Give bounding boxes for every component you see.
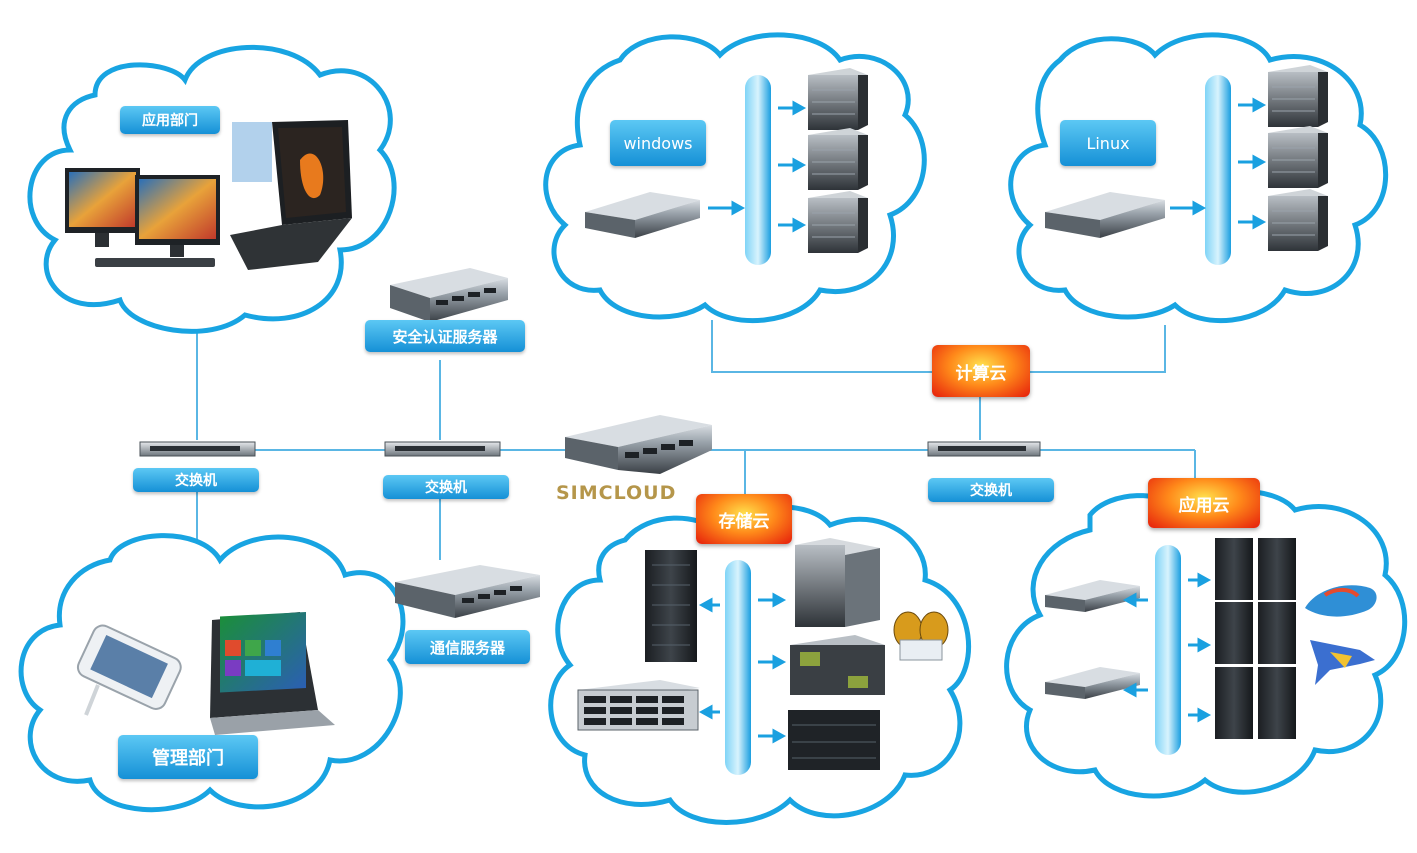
tape-library-icon: [790, 635, 885, 695]
label-auth-server: 安全认证服务器: [365, 320, 525, 352]
arrows: [698, 97, 1267, 744]
tablet-laptop-icon: [210, 611, 335, 735]
workstation-towers-icon: [1215, 538, 1296, 739]
tape-cartridges-icon: [893, 611, 949, 661]
car-model-icon: [1305, 585, 1377, 617]
storage-enclosure-icon: [788, 710, 880, 770]
bus-windows: [745, 75, 771, 265]
label-switch-left: 交换机: [133, 468, 259, 492]
blade-servers-windows: [808, 68, 868, 253]
label-windows: windows: [610, 120, 706, 166]
badge-application-cloud: 应用云: [1148, 478, 1260, 528]
connection-lines: [196, 320, 1196, 560]
label-mgmt-dept: 管理部门: [118, 735, 258, 779]
storage-server-tower-icon: [795, 538, 880, 627]
blade-servers-linux: [1268, 65, 1328, 251]
simcloud-server-icon: [565, 415, 712, 474]
label-switch-right: 交换机: [928, 478, 1054, 502]
switch-right-icon: [927, 441, 1041, 457]
label-app-dept: 应用部门: [120, 106, 220, 134]
app-cloud-server-bottom-icon: [1045, 667, 1140, 699]
windows-head-server-icon: [585, 192, 700, 238]
cloud-storage: [548, 504, 972, 825]
label-switch-center: 交换机: [383, 475, 509, 499]
bus-application: [1155, 545, 1181, 755]
badge-storage-cloud: 存储云: [696, 494, 792, 544]
laptop-icon: [230, 120, 352, 270]
bus-storage: [725, 560, 751, 775]
label-linux: Linux: [1060, 120, 1156, 166]
badge-compute-cloud: 计算云: [932, 345, 1030, 397]
app-cloud-server-top-icon: [1045, 580, 1140, 612]
comm-server-icon: [395, 565, 540, 618]
bus-linux: [1205, 75, 1231, 265]
linux-head-server-icon: [1045, 192, 1165, 238]
switch-center-icon: [384, 441, 501, 457]
jet-model-icon: [1310, 640, 1375, 685]
cloud-linux-compute: [1008, 32, 1389, 324]
smartphone-icon: [76, 624, 182, 716]
simcloud-logo: SIMCLOUD: [556, 482, 677, 504]
auth-server-icon: [390, 268, 508, 322]
label-comm-server: 通信服务器: [405, 630, 530, 664]
desktop-workstations: [65, 168, 220, 267]
storage-rack-cabinet-icon: [645, 550, 697, 662]
switch-left-icon: [139, 441, 256, 457]
disk-array-icon: [577, 680, 700, 731]
